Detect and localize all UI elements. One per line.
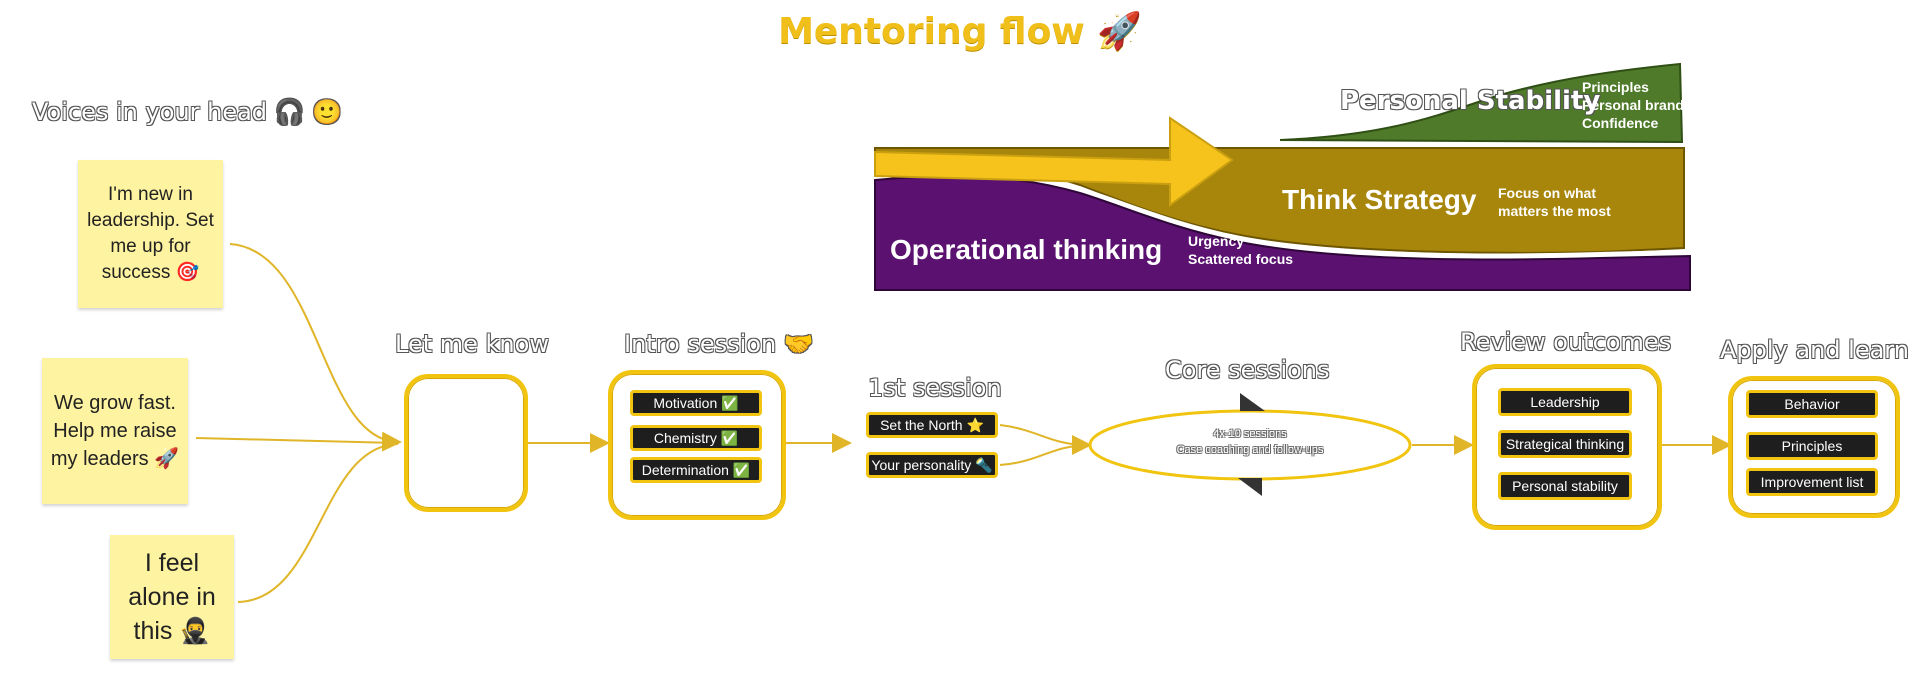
op-note-scattered-focus: Scattered focus [1188, 251, 1294, 267]
cycle-arrow-bottom [1238, 478, 1262, 496]
operational-thinking-label: Operational thinking [890, 234, 1163, 265]
first-item-your-personality[interactable]: Your personality 🔦 [866, 452, 998, 478]
stage-first-session: 1st session [868, 374, 1002, 402]
ps-note-principles: Principles [1582, 79, 1649, 95]
apply-item-behavior[interactable]: Behavior [1746, 390, 1878, 418]
apply-item-improvement-list[interactable]: Improvement list [1746, 468, 1878, 496]
op-note-urgency: Urgency [1188, 233, 1245, 249]
personal-stability-band [1279, 62, 1684, 144]
ps-note-confidence: Confidence [1582, 115, 1659, 131]
connector-first-core-2 [999, 444, 1089, 466]
sticky-note-new-leader[interactable]: I'm new in leadership. Set me up for suc… [78, 160, 223, 308]
first-item-set-the-north[interactable]: Set the North ⭐ [866, 412, 998, 438]
intro-item-motivation[interactable]: Motivation ✅ [630, 390, 762, 416]
personal-stability-label: Personal Stability [1340, 86, 1601, 116]
ts-note-line-1: Focus on what [1498, 185, 1596, 201]
ps-note-personal-brand: Personal brand [1582, 97, 1684, 113]
stage-let-me-know: Let me know [395, 330, 549, 358]
cycle-arrow-top [1240, 393, 1265, 411]
ts-note-line-2: matters the most [1498, 203, 1611, 219]
intro-item-determination[interactable]: Determination ✅ [630, 457, 762, 483]
strategy-arrow [874, 116, 1234, 207]
connector-first-core-1 [999, 424, 1092, 455]
review-item-personal-stability[interactable]: Personal stability [1498, 472, 1632, 500]
review-item-leadership[interactable]: Leadership [1498, 388, 1632, 416]
operational-notes: Urgency Scattered focus [1188, 232, 1293, 268]
intro-item-chemistry[interactable]: Chemistry ✅ [630, 425, 762, 451]
connector-sticky-1 [229, 243, 402, 452]
sticky-note-grow-fast[interactable]: We grow fast. Help me raise my leaders 🚀 [42, 358, 188, 504]
stage-core-sessions: Core sessions [1165, 356, 1330, 384]
connector-sticky-3 [237, 443, 399, 603]
stage-apply-and-learn: Apply and learn [1720, 336, 1909, 364]
core-sessions-count: 4x-10 sessions [1213, 428, 1287, 440]
voices-heading: Voices in your head 🎧 🙂 [32, 98, 343, 126]
think-strategy-notes: Focus on what matters the most [1498, 184, 1611, 220]
sticky-note-alone[interactable]: I feel alone in this 🥷 [110, 535, 234, 659]
review-item-strategical-thinking[interactable]: Strategical thinking [1498, 430, 1632, 458]
stage-review-outcomes: Review outcomes [1460, 328, 1672, 356]
apply-item-principles[interactable]: Principles [1746, 432, 1878, 460]
core-sessions-text: 4x-10 sessions Case coaching and follow-… [1090, 426, 1410, 458]
let-me-know-frame[interactable] [404, 374, 528, 512]
personal-stability-notes: Principles Personal brand Confidence [1582, 78, 1684, 132]
connector-sticky-2 [195, 437, 399, 444]
page-title: Mentoring flow 🚀 [778, 11, 1142, 52]
core-sessions-detail: Case coaching and follow-ups [1176, 444, 1324, 456]
stage-intro-session: Intro session 🤝 [624, 330, 814, 358]
think-strategy-label: Think Strategy [1282, 184, 1477, 215]
